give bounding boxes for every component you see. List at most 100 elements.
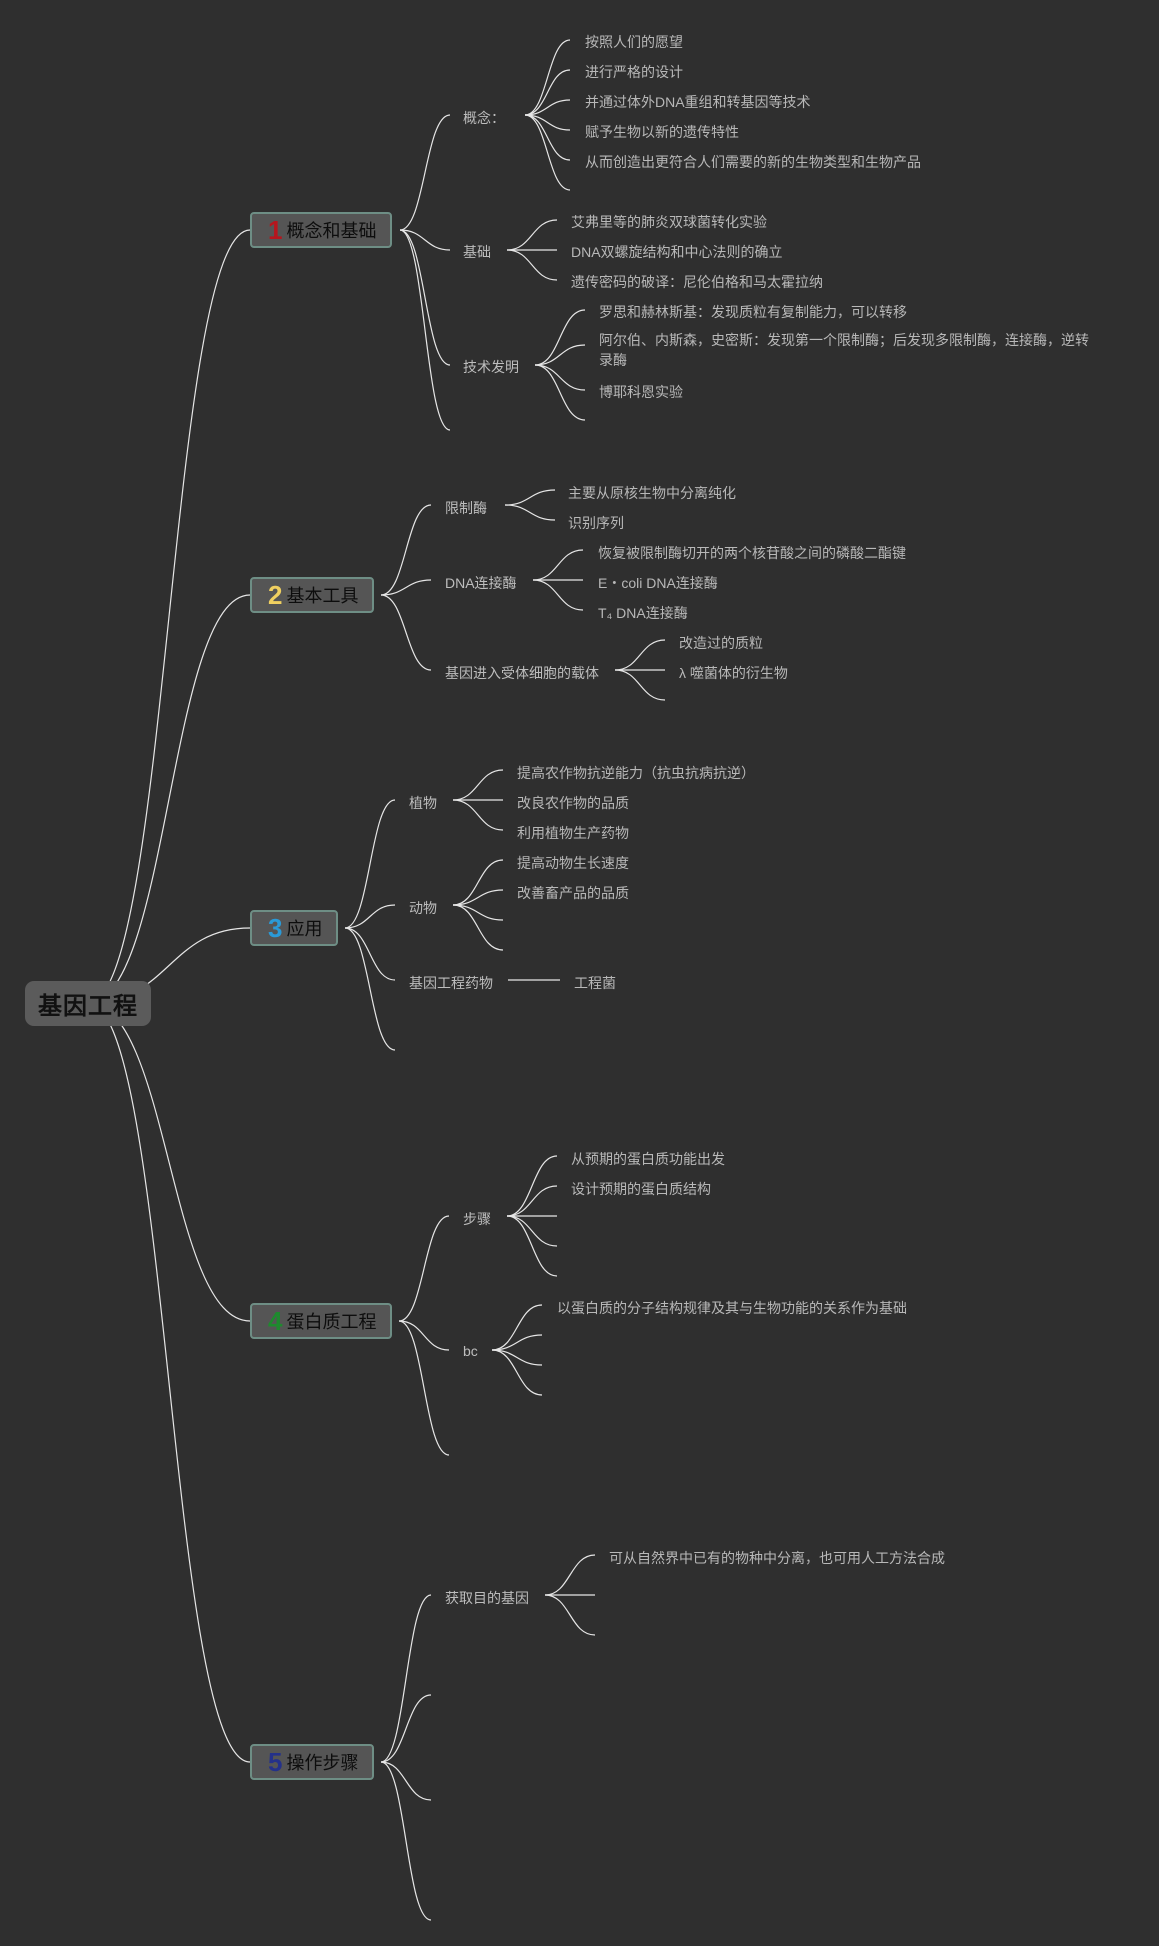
sub-5-1[interactable]: 获取目的基因 xyxy=(445,1590,529,1606)
leaf-3-1-1[interactable]: 提高农作物抗逆能力（抗虫抗病抗逆） xyxy=(517,765,755,781)
leaf-1-2-3[interactable]: 遗传密码的破译：尼伦伯格和马太霍拉纳 xyxy=(571,274,823,290)
leaf-1-1-1[interactable]: 按照人们的愿望 xyxy=(585,34,683,50)
connector-9 xyxy=(524,39,571,116)
topic-2-node[interactable]: 2 基本工具 xyxy=(250,577,375,613)
sub-2-1[interactable]: 限制酶 xyxy=(445,500,487,516)
leaf-1-3-3[interactable]: 博耶科恩实验 xyxy=(599,384,683,400)
connector-30 xyxy=(614,639,666,671)
connector-7 xyxy=(399,229,451,366)
connector-49 xyxy=(506,1185,558,1217)
connector-17 xyxy=(506,249,558,281)
connector-53 xyxy=(491,1304,543,1351)
connector-48 xyxy=(506,1155,558,1217)
topic-2-label: 基本工具 xyxy=(286,586,359,606)
leaf-1-1-5[interactable]: 从而创造出更符合人们需要的新的生物类型和生物产品 xyxy=(585,154,921,170)
leaf-2-3-2[interactable]: λ 噬菌体的衍生物 xyxy=(679,665,788,681)
connector-21 xyxy=(534,364,586,421)
leaf-1-3-2[interactable]: 阿尔伯、内斯森，史密斯：发现第一个限制酶；后发现多限制酶，连接酶，逆转录酶 xyxy=(599,332,1089,368)
topic-4-node[interactable]: 4 蛋白质工程 xyxy=(250,1303,393,1339)
sub-3-2[interactable]: 动物 xyxy=(409,900,437,916)
topic-1-number: 1 xyxy=(268,215,283,245)
sub-4-2[interactable]: bc xyxy=(463,1343,478,1359)
connector-41 xyxy=(452,889,504,906)
connector-60 xyxy=(380,1761,432,1921)
connector-19 xyxy=(534,344,586,366)
connector-34 xyxy=(344,904,396,929)
connector-43 xyxy=(452,904,504,951)
connector-59 xyxy=(380,1761,432,1801)
connector-25 xyxy=(504,489,556,506)
leaf-1-2-1[interactable]: 艾弗里等的肺炎双球菌转化实验 xyxy=(571,214,767,230)
connector-61 xyxy=(544,1554,596,1596)
connector-23 xyxy=(380,579,432,596)
leaf-3-2-1[interactable]: 提高动物生长速度 xyxy=(517,855,629,871)
connector-5 xyxy=(399,114,451,231)
connector-32 xyxy=(614,669,666,701)
leaf-1-2-2[interactable]: DNA双螺旋结构和中心法则的确立 xyxy=(571,244,783,260)
topic-3-label: 应用 xyxy=(286,919,323,939)
leaf-1-1-2[interactable]: 进行严格的设计 xyxy=(585,64,683,80)
topic-3-node[interactable]: 3 应用 xyxy=(250,910,339,946)
connector-35 xyxy=(344,927,396,981)
sub-3-1[interactable]: 植物 xyxy=(409,795,437,811)
connector-11 xyxy=(524,99,571,116)
topic-2-number: 2 xyxy=(268,580,283,610)
topic-5-number: 5 xyxy=(268,1747,283,1777)
connector-13 xyxy=(524,114,571,161)
sub-2-2[interactable]: DNA连接酶 xyxy=(445,575,517,591)
leaf-5-1-1[interactable]: 可从自然界中已有的物种中分离，也可用人工方法合成 xyxy=(609,1550,945,1566)
leaf-4-2-1[interactable]: 以蛋白质的分子结构规律及其与生物功能的关系作为基础 xyxy=(557,1300,907,1316)
sub-1-2[interactable]: 基础 xyxy=(463,244,491,260)
leaf-2-2-2[interactable]: E・coli DNA连接酶 xyxy=(598,575,718,591)
sub-2-3[interactable]: 基因进入受体细胞的载体 xyxy=(445,665,599,681)
leaf-3-1-2[interactable]: 改良农作物的品质 xyxy=(517,795,629,811)
topic-3-number: 3 xyxy=(268,913,283,943)
leaf-1-1-4[interactable]: 赋予生物以新的遗传特性 xyxy=(585,124,739,140)
sub-1-1[interactable]: 概念： xyxy=(463,110,505,126)
connector-3 xyxy=(87,1002,251,1322)
connector-0 xyxy=(87,229,251,1004)
leaf-1-1-3[interactable]: 并通过体外DNA重组和转基因等技术 xyxy=(585,94,811,110)
leaf-3-3-1[interactable]: 工程菌 xyxy=(574,975,616,991)
connector-4 xyxy=(87,1002,251,1763)
connector-51 xyxy=(506,1215,558,1247)
topic-4-label: 蛋白质工程 xyxy=(286,1312,377,1332)
connector-37 xyxy=(452,769,504,801)
topic-1-node[interactable]: 1 概念和基础 xyxy=(250,212,393,248)
connector-46 xyxy=(398,1320,450,1351)
connector-52 xyxy=(506,1215,558,1277)
leaf-3-2-2[interactable]: 改善畜产品的品质 xyxy=(517,885,629,901)
sub-3-3[interactable]: 基因工程药物 xyxy=(409,975,493,991)
leaf-4-1-1[interactable]: 从预期的蛋白质功能出发 xyxy=(571,1151,725,1167)
connector-36 xyxy=(344,927,396,1051)
leaf-1-3-1[interactable]: 罗思和赫林斯基：发现质粒有复制能力，可以转移 xyxy=(599,304,907,320)
connector-6 xyxy=(399,229,451,251)
connector-22 xyxy=(380,504,432,596)
leaf-2-3-1[interactable]: 改造过的质粒 xyxy=(679,635,763,651)
connector-58 xyxy=(380,1694,432,1763)
sub-4-1[interactable]: 步骤 xyxy=(463,1211,491,1227)
root-label: 基因工程 xyxy=(38,993,138,1020)
connector-24 xyxy=(380,594,432,671)
root-node[interactable]: 基因工程 xyxy=(25,981,151,1026)
sub-1-3[interactable]: 技术发明 xyxy=(463,359,519,375)
connector-54 xyxy=(491,1334,543,1351)
connector-55 xyxy=(491,1349,543,1366)
leaf-2-2-3[interactable]: T₄ DNA连接酶 xyxy=(598,605,688,621)
connector-33 xyxy=(344,799,396,929)
connector-63 xyxy=(544,1594,596,1636)
connector-1 xyxy=(87,594,251,1004)
topic-4-number: 4 xyxy=(268,1306,283,1336)
leaf-3-1-3[interactable]: 利用植物生产药物 xyxy=(517,825,629,841)
leaf-2-2-1[interactable]: 恢复被限制酶切开的两个核苷酸之间的磷酸二酯键 xyxy=(598,545,906,561)
leaf-2-1-1[interactable]: 主要从原核生物中分离纯化 xyxy=(568,485,736,501)
leaf-4-1-2[interactable]: 设计预期的蛋白质结构 xyxy=(571,1181,711,1197)
leaf-2-1-2[interactable]: 识别序列 xyxy=(568,515,624,531)
connector-45 xyxy=(398,1215,450,1322)
connector-20 xyxy=(534,364,586,391)
topic-5-node[interactable]: 5 操作步骤 xyxy=(250,1744,375,1780)
connector-15 xyxy=(506,219,558,251)
topic-1-label: 概念和基础 xyxy=(286,221,377,241)
connector-57 xyxy=(380,1594,432,1763)
